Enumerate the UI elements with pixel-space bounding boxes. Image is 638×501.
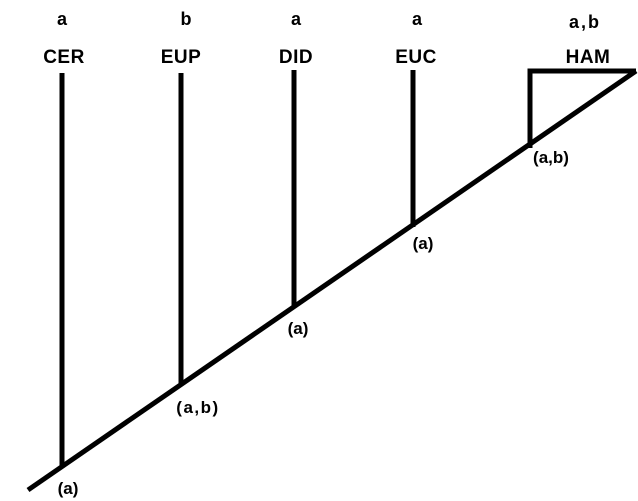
node-label-euc: (a) bbox=[413, 234, 434, 253]
taxon-label-ham: HAM bbox=[566, 47, 611, 68]
node-label-ham: (a,b) bbox=[533, 148, 569, 167]
node-label-did: (a) bbox=[288, 319, 309, 338]
taxon-label-cer: CER bbox=[43, 47, 85, 68]
taxon-label-did: DID bbox=[279, 47, 313, 68]
branch-ham-triangle bbox=[527, 68, 636, 148]
state-label-ham: a,b bbox=[569, 12, 601, 32]
state-label-eup: b bbox=[181, 9, 192, 29]
taxon-label-eup: EUP bbox=[161, 47, 202, 68]
state-label-cer: a bbox=[57, 9, 68, 29]
state-label-euc: a bbox=[412, 9, 423, 29]
node-label-eup: (a,b) bbox=[176, 398, 219, 417]
taxon-label-euc: EUC bbox=[395, 47, 437, 68]
trunk-branch bbox=[26, 68, 638, 493]
node-label-cer: (a) bbox=[58, 479, 79, 498]
state-label-did: a bbox=[291, 9, 302, 29]
